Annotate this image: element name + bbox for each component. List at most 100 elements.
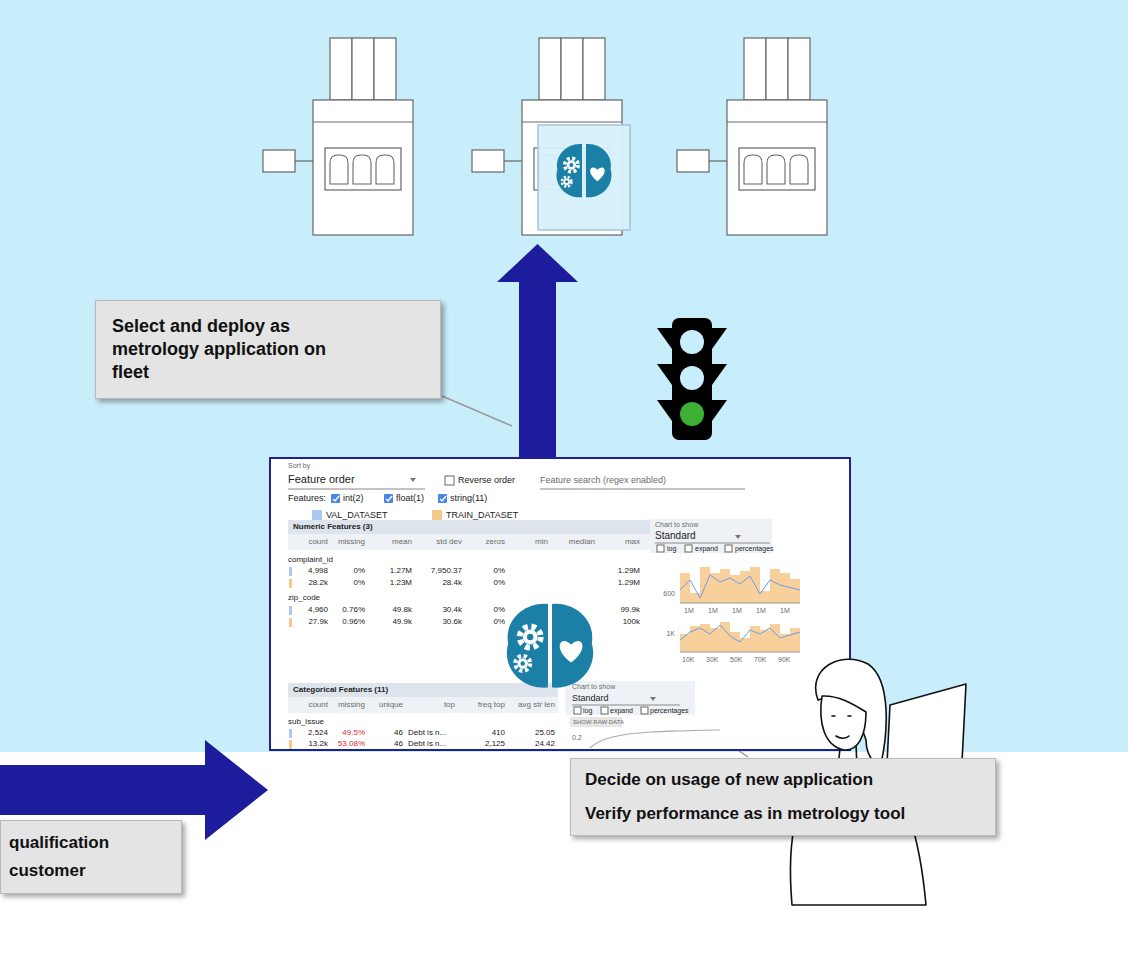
checkbox-checked — [438, 494, 447, 503]
controller-wire — [295, 160, 313, 161]
histogram-bar — [720, 569, 730, 603]
screenshot-text: 49.8k — [392, 606, 412, 614]
cdf-curve — [590, 730, 720, 748]
screenshot-text: 0.76% — [342, 606, 365, 614]
chart-options-band — [565, 681, 695, 715]
screenshot-text: 1K — [666, 630, 675, 637]
screenshot-text: int(2) — [343, 494, 364, 503]
screenshot-text: Features: — [288, 494, 326, 503]
dataset-bar — [289, 567, 292, 576]
underline — [572, 705, 680, 706]
histogram-bar — [770, 569, 780, 603]
dropdown-caret — [650, 697, 656, 701]
checkbox — [641, 707, 648, 714]
histogram-bar — [680, 634, 690, 652]
screenshot-text: 410 — [492, 729, 505, 737]
ai-brain-icon — [557, 144, 612, 197]
callout-text: Select and deploy as metrology applicati… — [112, 315, 362, 384]
dataset-bar — [289, 740, 292, 749]
light-flap — [712, 328, 727, 349]
chart-line — [680, 575, 800, 598]
brain-right-half — [586, 144, 611, 197]
face — [821, 696, 866, 750]
gear-teeth — [565, 158, 578, 171]
wafer-slot — [353, 155, 371, 184]
screenshot-text: 30K — [706, 656, 718, 663]
screenshot-text: Sort by — [288, 462, 310, 469]
tool-window — [325, 148, 401, 190]
screenshot-text: 27.9k — [308, 618, 328, 626]
light-green — [680, 402, 704, 426]
legend-text: VAL_DATASET — [326, 511, 388, 520]
checkbox — [601, 707, 608, 714]
screenshot-text: 28.4k — [442, 579, 462, 587]
gear — [523, 630, 538, 645]
screenshot-text: SHOW RAW DATA — [573, 719, 624, 725]
screenshot-text: 600 — [663, 590, 675, 597]
header-band — [288, 697, 558, 713]
tool-ledge — [727, 122, 827, 123]
callout-text: Verify performance as in metrology tool — [585, 803, 981, 825]
dropdown-caret — [735, 535, 741, 539]
screenshot-text: Standard — [655, 531, 696, 541]
screenshot-frame — [270, 458, 850, 750]
histogram-bar — [710, 628, 720, 652]
tool-column — [561, 38, 583, 100]
screenshot-text: complaint_id — [288, 556, 333, 564]
histogram-bar — [710, 573, 720, 603]
metrology-tool — [677, 38, 827, 235]
ai-brain-icon — [507, 604, 593, 688]
screenshot-text: 1.29M — [618, 567, 640, 575]
gear — [567, 160, 576, 169]
screenshot-text: log — [583, 707, 592, 714]
screenshot-text: percentages — [650, 707, 689, 714]
dataset-bar — [289, 606, 292, 615]
histogram-bar — [780, 573, 790, 603]
brain-left-half — [507, 604, 548, 688]
check-mark — [333, 496, 339, 501]
tool-window — [739, 148, 815, 190]
underline — [288, 489, 425, 490]
check-mark — [440, 496, 446, 501]
screenshot-text: 0.2 — [572, 734, 582, 741]
screenshot-text: Debt is n... — [408, 729, 446, 737]
screenshot-text: string(11) — [450, 494, 487, 503]
screenshot-text: 0% — [493, 606, 505, 614]
screenshot-text: missing — [338, 701, 365, 709]
checkbox-checked — [384, 494, 393, 503]
screenshot-text: Feature order — [288, 474, 355, 485]
callout-box: Select and deploy as metrology applicati… — [95, 300, 441, 399]
histogram-bar — [730, 632, 740, 652]
underline — [655, 543, 770, 544]
light-flap — [712, 364, 727, 385]
screenshot-text: Chart to show — [572, 683, 615, 690]
dataset-bar — [289, 618, 292, 627]
screenshot-text: 30.6k — [442, 618, 462, 626]
screenshot-text: percentages — [735, 545, 774, 552]
screenshot-text: sub_issue — [288, 718, 324, 726]
tool-column — [374, 38, 396, 100]
gear-hole — [520, 661, 524, 665]
chart-line — [680, 625, 800, 642]
screenshot-text: 49.9k — [392, 618, 412, 626]
screenshot-text: 1M — [684, 607, 694, 614]
screenshot-text: 1M — [756, 607, 766, 614]
histogram-bar — [740, 571, 750, 603]
checkbox — [685, 545, 692, 552]
check-mark — [386, 496, 392, 501]
background-panel — [0, 0, 1128, 752]
screenshot-text: 90K — [778, 656, 790, 663]
traffic-light — [657, 318, 727, 440]
screenshot-text: 0% — [493, 618, 505, 626]
light-flap — [657, 400, 672, 421]
screenshot-text: 2,125 — [485, 740, 505, 748]
histogram-bar — [700, 624, 710, 652]
tool-body — [313, 100, 413, 235]
legend-text: TRAIN_DATASET — [446, 511, 518, 520]
light-flap — [657, 328, 672, 349]
screenshot-text: zip_code — [288, 594, 320, 602]
hair — [816, 659, 887, 768]
wafer-slot — [330, 155, 348, 184]
screenshot-text: mean — [392, 538, 412, 546]
light-off — [680, 330, 704, 354]
